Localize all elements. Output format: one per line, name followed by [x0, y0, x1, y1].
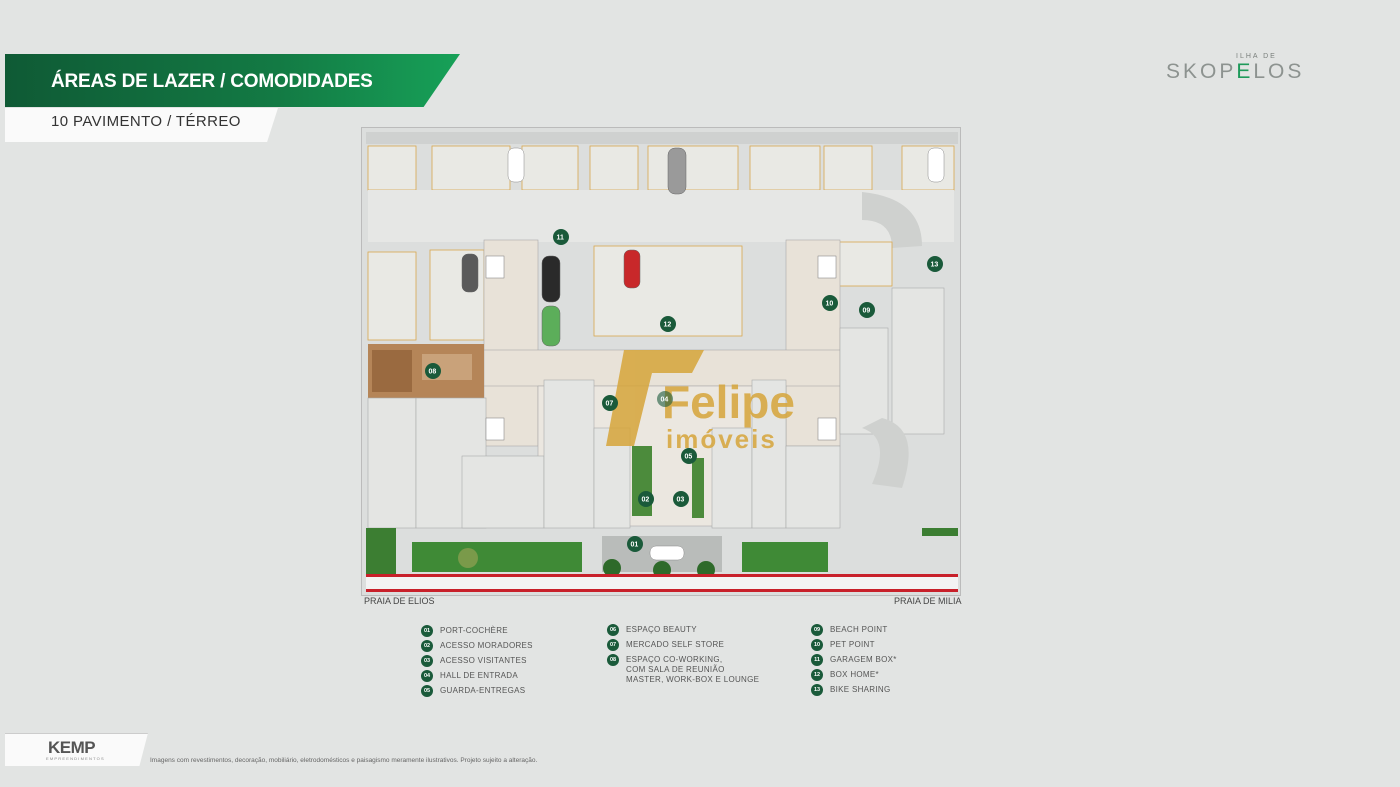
marker-04: 04	[657, 391, 673, 407]
marker-05-label: 05	[685, 454, 693, 461]
marker-13: 13	[927, 256, 943, 272]
legend-dot: 08	[607, 654, 619, 666]
legend-item-12: 12 BOX HOME*	[811, 669, 879, 681]
page-title: ÁREAS DE LAZER / COMODIDADES	[51, 71, 373, 92]
company-logo: KEMP	[48, 738, 96, 757]
legend-dot: 01	[421, 625, 433, 637]
legend-label: PET POINT	[830, 640, 875, 649]
legend-item-05: 05 GUARDA-ENTREGAS	[421, 685, 525, 697]
legend-dot: 10	[811, 639, 823, 651]
marker-02-label: 02	[642, 497, 650, 504]
marker-07: 07	[602, 395, 618, 411]
footer-logo-banner	[5, 733, 148, 766]
legend-label: BIKE SHARING	[830, 685, 891, 694]
legend-label: MERCADO SELF STORE	[626, 640, 725, 649]
legend-label: ESPAÇO CO-WORKING, COM SALA DE REUNIÃO M…	[626, 655, 760, 684]
marker-10: 10	[822, 295, 838, 311]
marker-03: 03	[673, 491, 689, 507]
legend-dot: 05	[421, 685, 433, 697]
legend-label: GARAGEM BOX*	[830, 655, 897, 664]
company-logo-sub: EMPREENDIMENTOS	[46, 756, 105, 761]
legend-dot: 07	[607, 639, 619, 651]
marker-08-label: 08	[429, 369, 437, 376]
legend-item-13: 13 BIKE SHARING	[811, 684, 891, 696]
legend-item-01: 01 PORT-COCHÈRE	[421, 625, 508, 637]
marker-10-label: 10	[826, 301, 834, 308]
legend-label: PORT-COCHÈRE	[440, 626, 508, 635]
legend-item-08: 08 ESPAÇO CO-WORKING, COM SALA DE REUNIÃO…	[607, 654, 759, 685]
marker-05: 05	[681, 448, 697, 464]
marker-07-label: 07	[606, 401, 614, 408]
legend-label: ACESSO VISITANTES	[440, 656, 527, 665]
legend-dot: 02	[421, 640, 433, 652]
title-banner	[5, 54, 460, 107]
plan-markers: 01 02 03 04 05 07 08 09 10 11 12 13	[425, 229, 943, 552]
marker-09: 09	[859, 302, 875, 318]
marker-12: 12	[660, 316, 676, 332]
brand-logo-pre: SKOP	[1166, 60, 1237, 83]
street-label-right: PRAIA DE MILIA	[894, 596, 962, 606]
legend-label: ESPAÇO BEAUTY	[626, 625, 697, 634]
legend-dot: 12	[811, 669, 823, 681]
legend-item-03: 03 ACESSO VISITANTES	[421, 655, 527, 667]
legend-dot: 09	[811, 624, 823, 636]
legend-dot: 06	[607, 624, 619, 636]
watermark-line1: Felipe	[662, 376, 795, 428]
page-subtitle: 10 PAVIMENTO / TÉRREO	[51, 113, 241, 130]
legend-dot: 04	[421, 670, 433, 682]
marker-01-label: 01	[631, 542, 639, 549]
legend-dot: 11	[811, 654, 823, 666]
marker-04-label: 04	[661, 397, 669, 404]
marker-11: 11	[553, 229, 569, 245]
disclaimer-text: Imagens com revestimentos, decoração, mo…	[150, 757, 538, 764]
legend-label: BOX HOME*	[830, 670, 879, 679]
legend-label: BEACH POINT	[830, 625, 888, 634]
legend-item-07: 07 MERCADO SELF STORE	[607, 639, 724, 651]
watermark-line2: imóveis	[666, 424, 777, 454]
brand-logo-accent: E	[1236, 60, 1254, 83]
subtitle-banner	[5, 108, 278, 142]
marker-08: 08	[425, 363, 441, 379]
marker-11-label: 11	[557, 235, 565, 242]
marker-09-label: 09	[863, 308, 871, 315]
legend-item-06: 06 ESPAÇO BEAUTY	[607, 624, 697, 636]
brand-tagline: ILHA DE	[1236, 53, 1277, 60]
floor-plan: Felipe imóveis 01 02 03 04 05 07 08 09 1…	[361, 127, 961, 596]
street-label-left: PRAIA DE ELIOS	[364, 596, 435, 606]
legend-label: ACESSO MORADORES	[440, 641, 533, 650]
legend-item-04: 04 HALL DE ENTRADA	[421, 670, 518, 682]
legend-item-09: 09 BEACH POINT	[811, 624, 888, 636]
legend-item-02: 02 ACESSO MORADORES	[421, 640, 533, 652]
marker-13-label: 13	[931, 262, 939, 269]
legend-dot: 13	[811, 684, 823, 696]
marker-03-label: 03	[677, 497, 685, 504]
marker-12-label: 12	[664, 322, 672, 329]
legend-label: GUARDA-ENTREGAS	[440, 686, 526, 695]
legend-dot: 03	[421, 655, 433, 667]
legend-item-10: 10 PET POINT	[811, 639, 875, 651]
legend-item-11: 11 GARAGEM BOX*	[811, 654, 897, 666]
marker-01: 01	[627, 536, 643, 552]
brand-logo: SKOPELOS	[1166, 60, 1304, 84]
marker-02: 02	[638, 491, 654, 507]
brand-logo-post: LOS	[1253, 60, 1305, 83]
legend-label: HALL DE ENTRADA	[440, 671, 518, 680]
